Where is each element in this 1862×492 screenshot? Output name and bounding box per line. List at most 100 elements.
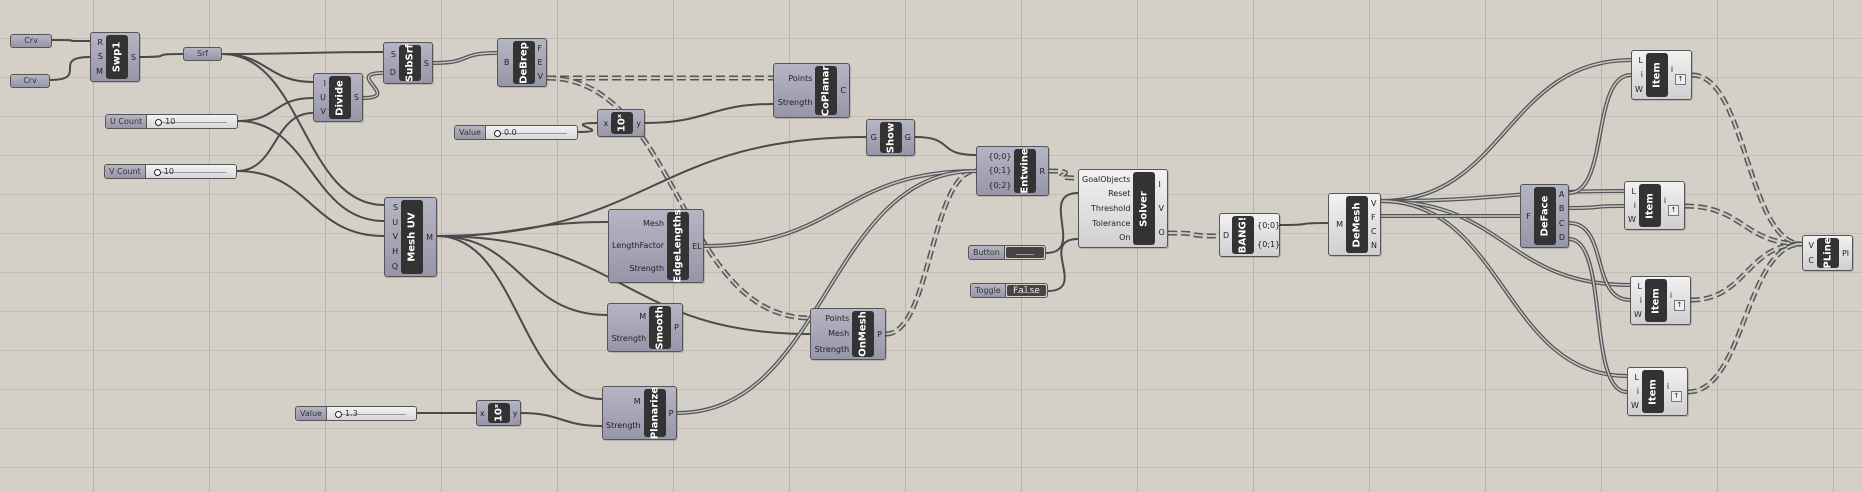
output-port-01[interactable]: {0;1} [1257, 240, 1280, 249]
input-port-s[interactable]: S [390, 49, 396, 59]
input-port-01[interactable]: {0;1} [988, 166, 1012, 176]
graft-icon[interactable]: ↑ [1673, 299, 1685, 311]
input-port-points[interactable]: Points [825, 314, 850, 324]
input-port-m[interactable]: M [96, 67, 103, 77]
input-port-tolerance[interactable]: Tolerance [1092, 218, 1131, 228]
output-port-f[interactable]: F [1371, 213, 1377, 222]
input-port-mesh[interactable]: Mesh [643, 218, 665, 228]
output-port-pl[interactable]: Pl [1842, 249, 1849, 258]
output-port-s[interactable]: S [424, 59, 429, 68]
input-port-threshold[interactable]: Threshold [1091, 203, 1131, 213]
input-port-r[interactable]: R [97, 37, 103, 47]
output-port-y[interactable]: y [513, 409, 518, 418]
input-port-u[interactable]: U [392, 217, 399, 227]
input-port-h[interactable]: H [392, 247, 399, 257]
output-port-d[interactable]: D [1559, 233, 1565, 242]
input-port-w[interactable]: W [1634, 310, 1642, 320]
slider-knob[interactable] [334, 411, 342, 418]
input-port-q[interactable]: Q [391, 262, 399, 272]
input-port-i[interactable]: i [1636, 386, 1639, 396]
output-port-m[interactable]: M [426, 233, 433, 242]
output-port-v[interactable]: V [1371, 199, 1377, 208]
graft-icon[interactable]: ↑ [1667, 204, 1679, 216]
input-port-v[interactable]: V [1808, 241, 1814, 250]
input-port-00[interactable]: {0;0} [988, 151, 1012, 161]
input-port-points[interactable]: Points [788, 73, 813, 83]
input-port-w[interactable]: W [1635, 85, 1643, 95]
value-slider-coplanar[interactable]: Value 0.0 [454, 125, 578, 140]
output-port-i[interactable]: i↑ [1664, 196, 1681, 216]
output-port-s[interactable]: S [131, 53, 136, 62]
input-port-l[interactable]: L [1638, 55, 1643, 65]
input-port-d[interactable]: D [1223, 230, 1230, 240]
input-port-on[interactable]: On [1119, 233, 1131, 243]
output-port-g[interactable]: G [905, 133, 911, 142]
input-port-x[interactable]: x [603, 118, 609, 128]
input-port-d[interactable]: D [389, 67, 396, 77]
output-port-c[interactable]: C [1559, 219, 1565, 228]
input-port-m[interactable]: M [633, 396, 641, 406]
output-port-o[interactable]: O [1158, 228, 1164, 237]
output-port-v[interactable]: V [1158, 204, 1164, 213]
output-port-i[interactable]: i↑ [1671, 65, 1688, 85]
u-count-slider[interactable]: U Count 10 [105, 114, 238, 129]
graft-icon[interactable]: ↑ [1674, 74, 1686, 85]
output-port-p[interactable]: P [877, 330, 882, 339]
input-port-i[interactable]: i [1639, 295, 1642, 305]
slider-knob[interactable] [155, 119, 163, 126]
on-toggle[interactable]: Toggle False [970, 283, 1048, 298]
input-port-v[interactable]: V [392, 232, 399, 242]
input-port-goalobjects[interactable]: GoalObjects [1082, 174, 1131, 184]
toggle-value[interactable]: False [1006, 285, 1046, 296]
input-port-x[interactable]: x [480, 408, 485, 418]
input-port-strength[interactable]: Strength [814, 344, 850, 354]
input-port-lengthfactor[interactable]: LengthFactor [612, 241, 665, 251]
graft-icon[interactable]: ↑ [1670, 390, 1682, 402]
input-port-l[interactable]: L [1634, 372, 1639, 382]
surface-param[interactable]: Srf [183, 47, 222, 61]
input-port-l[interactable]: L [1631, 186, 1636, 196]
input-port-s[interactable]: S [393, 202, 399, 212]
slider-knob[interactable] [493, 130, 501, 137]
input-port-u[interactable]: U [320, 92, 326, 102]
input-port-mesh[interactable]: Mesh [828, 329, 850, 339]
output-port-c[interactable]: C [840, 86, 846, 95]
input-port-v[interactable]: V [320, 107, 326, 117]
input-port-02[interactable]: {0;2} [988, 181, 1012, 191]
output-port-r[interactable]: R [1039, 167, 1045, 176]
output-port-e[interactable]: E [538, 58, 543, 67]
output-port-00[interactable]: {0;0} [1257, 221, 1280, 230]
slider-knob[interactable] [153, 169, 161, 176]
input-port-b[interactable]: B [504, 58, 510, 67]
output-port-n[interactable]: N [1371, 241, 1377, 250]
input-port-f[interactable]: F [1526, 211, 1531, 221]
v-count-slider[interactable]: V Count 10 [104, 164, 237, 179]
input-port-strength[interactable]: Strength [611, 333, 647, 343]
output-port-p[interactable]: P [669, 409, 674, 418]
input-port-s[interactable]: S [97, 52, 103, 62]
output-port-f[interactable]: F [538, 44, 543, 53]
output-port-v[interactable]: V [538, 72, 543, 81]
input-port-c[interactable]: C [1808, 256, 1814, 265]
input-port-l[interactable]: L [1637, 281, 1642, 291]
